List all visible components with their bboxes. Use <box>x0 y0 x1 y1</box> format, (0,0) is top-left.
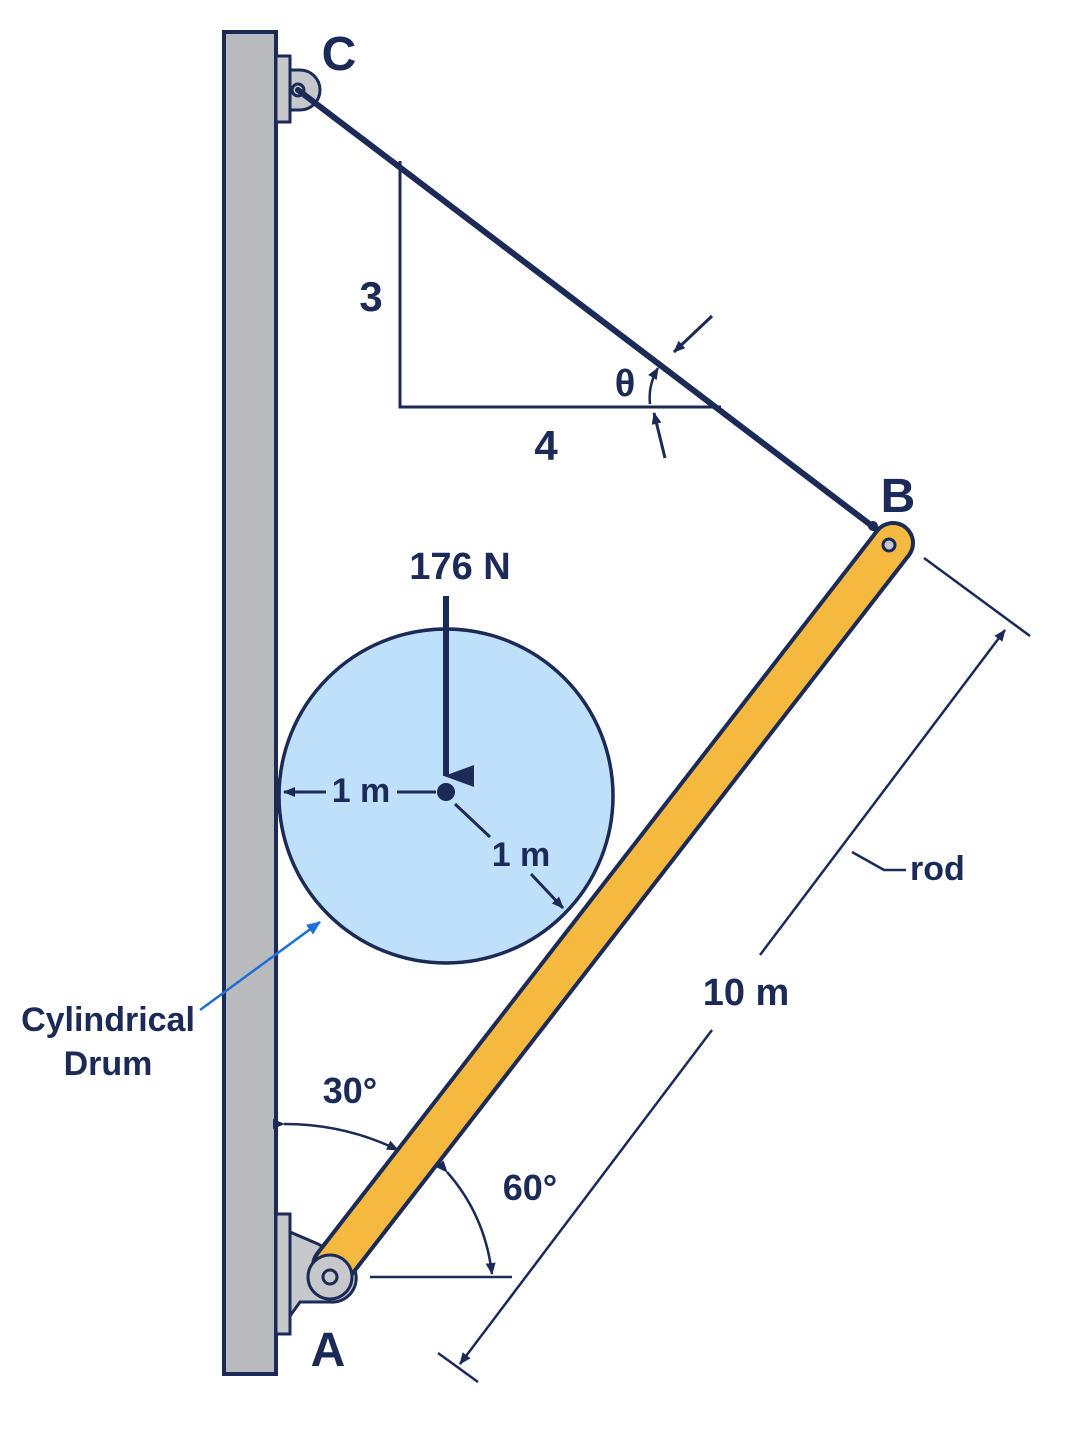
theta-arc <box>648 367 660 405</box>
dimension-line-lower <box>459 1029 713 1365</box>
drum-caption-line2: Drum <box>64 1045 153 1083</box>
radius-diagonal-arrow <box>529 872 565 910</box>
slope-triangle <box>398 161 721 409</box>
slope-rise-label: 3 <box>359 273 382 320</box>
theta-pointer-lower <box>651 412 667 459</box>
rod-label: rod <box>910 850 965 888</box>
rod-length-label: 10 m <box>703 972 790 1014</box>
angle-60-arc <box>435 1160 496 1275</box>
radius-diagonal-label: 1 m <box>492 836 551 874</box>
point-a-label: A <box>311 1324 346 1377</box>
dimension-ext-top <box>923 556 1031 638</box>
point-b-label: B <box>881 470 916 523</box>
angle-30-label: 30° <box>323 1070 377 1111</box>
rod <box>315 525 911 1284</box>
theta-pointer-upper <box>672 314 714 354</box>
angle-60-label: 60° <box>503 1167 557 1208</box>
rod-leader <box>851 850 906 872</box>
point-c-label: C <box>322 28 357 81</box>
cable-end-b <box>868 521 878 531</box>
pin-a <box>306 1253 354 1301</box>
radius-horizontal-label: 1 m <box>332 772 391 810</box>
slope-run-label: 4 <box>534 422 558 469</box>
drum-leader <box>199 920 321 1012</box>
angle-30-arc <box>272 1118 399 1152</box>
dimension-ext-bottom <box>437 1351 479 1384</box>
pin-b <box>881 537 897 553</box>
theta-label: θ <box>615 363 636 405</box>
drum-caption-line1: Cylindrical <box>21 1001 195 1039</box>
radius-diagonal-line <box>453 802 492 839</box>
dimension-line-upper <box>759 629 1006 956</box>
drum-center <box>437 783 455 801</box>
wall <box>222 30 278 1376</box>
load-label: 176 N <box>409 546 510 588</box>
cable-cb <box>295 87 883 535</box>
